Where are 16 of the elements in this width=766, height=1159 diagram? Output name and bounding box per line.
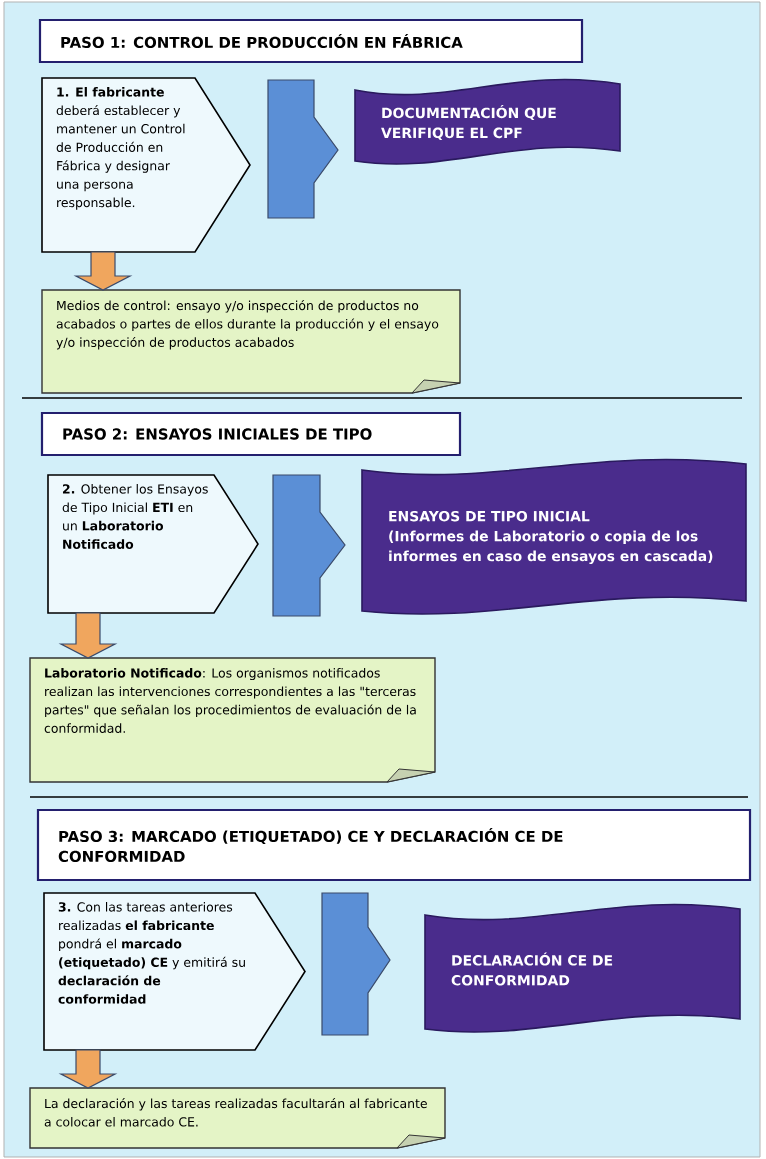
block-arrow bbox=[267, 79, 339, 219]
document-banner: ENSAYOS DE TIPO INICIAL (Informes de Laboratorio o copia de los informes en caso de ensayos en cascada) bbox=[361, 458, 747, 615]
block-arrow bbox=[272, 474, 346, 617]
heading-box: PASO 3: MARCADO (ETIQUETADO) CE Y DECLARACIÓN CE DE CONFORMIDAD bbox=[36, 808, 752, 882]
note-box: Laboratorio Notificado: Los organismos notificados realizan las intervenciones correspondientes a las "terceras partes" que señalan los procedimientos de evaluación de la conformidad. bbox=[29, 657, 436, 783]
block-arrow bbox=[58, 612, 118, 659]
step-box: 1. El fabricante deberá establecer y mantener un Control de Producción en Fábrica y designar una persona responsable. bbox=[41, 77, 251, 253]
document-banner: DECLARACIÓN CE DE CONFORMIDAD bbox=[424, 903, 741, 1033]
block-arrow bbox=[73, 251, 133, 291]
note-box: La declaración y las tareas realizadas facultarán al fabricante a colocar el marcado CE. bbox=[29, 1087, 446, 1149]
document-banner: DOCUMENTACIÓN QUE VERIFIQUE EL CPF bbox=[354, 78, 621, 165]
heading-box: PASO 1: CONTROL DE PRODUCCIÓN EN FÁBRICA bbox=[38, 18, 584, 64]
note-box: Medios de control: ensayo y/o inspección de productos no acabados o partes de ellos durante la producción y el ensayo y/o inspección de productos acabados bbox=[41, 289, 461, 394]
heading-box: PASO 2: ENSAYOS INICIALES DE TIPO bbox=[40, 411, 462, 457]
block-arrow bbox=[321, 892, 391, 1036]
block-arrow bbox=[58, 1049, 118, 1089]
